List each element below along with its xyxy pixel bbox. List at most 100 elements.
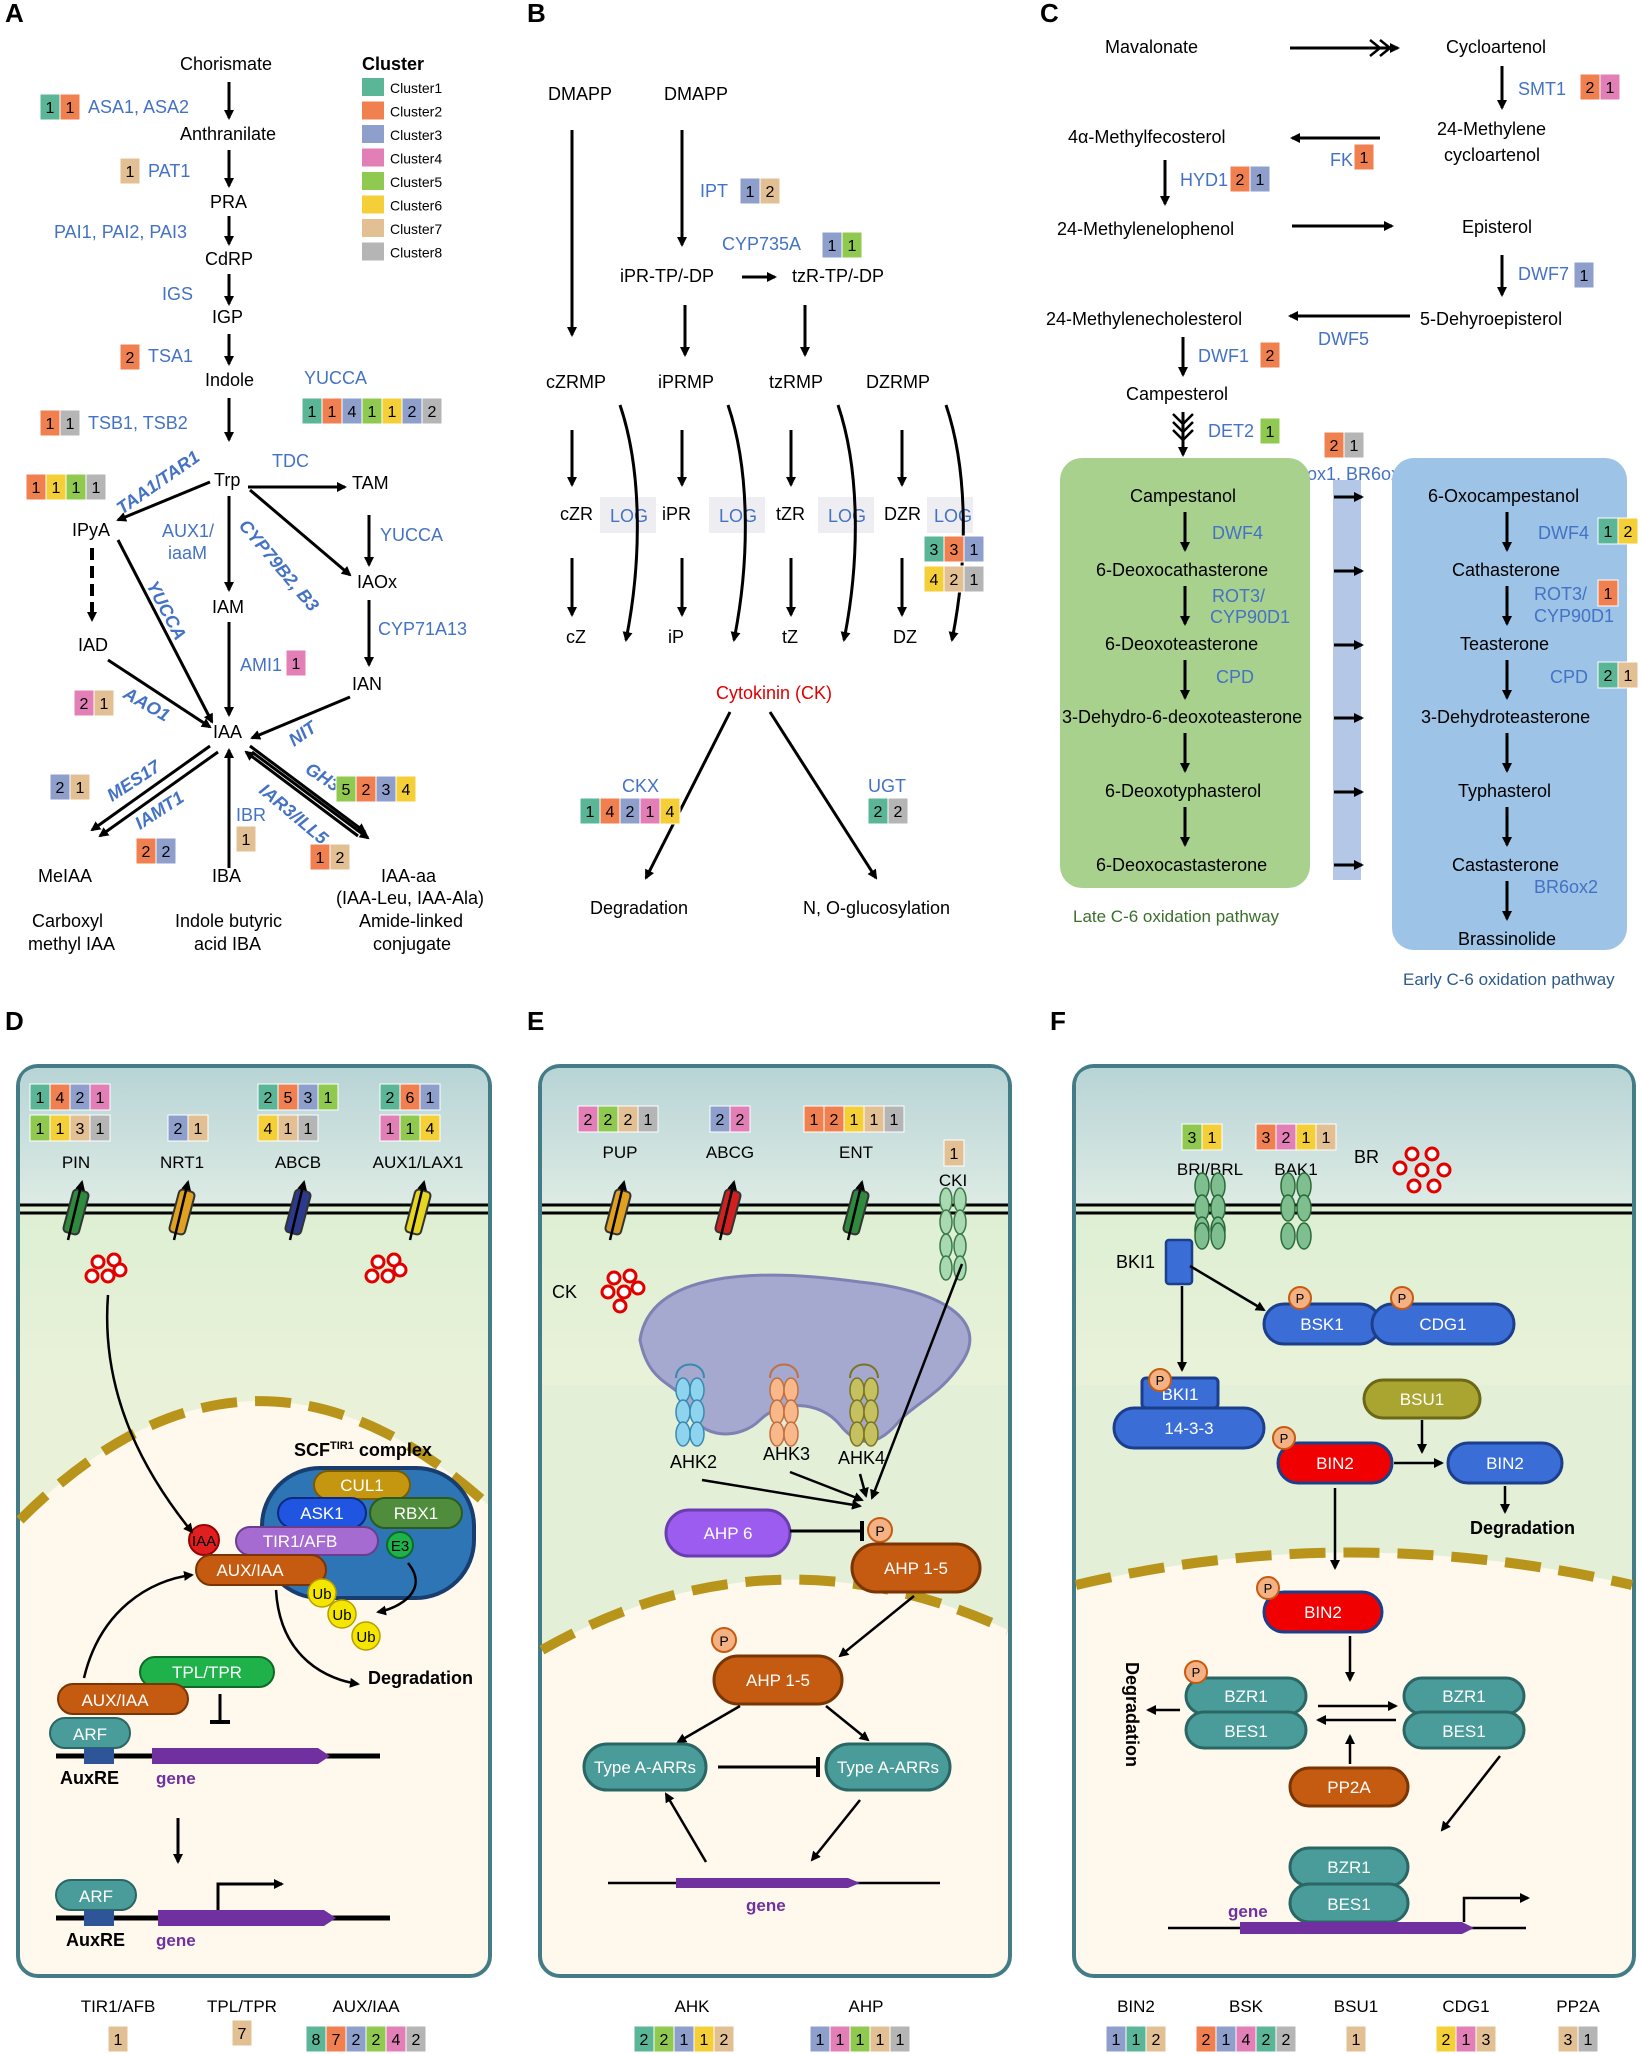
badge-count: 1 bbox=[746, 184, 755, 201]
enzyme-dwf4-late: DWF4 bbox=[1212, 523, 1263, 543]
label-gene-d2: gene bbox=[156, 1931, 196, 1950]
badge-count: 1 bbox=[1580, 268, 1589, 285]
receptor-bri: BRI/BRL bbox=[1177, 1160, 1243, 1179]
label-br: BR bbox=[1354, 1147, 1379, 1167]
footer-bsk: BSK bbox=[1229, 1997, 1264, 2016]
badge-count: 4 bbox=[606, 804, 615, 821]
enzyme-yucca-tam: YUCCA bbox=[380, 525, 443, 545]
enzyme-rot3-early: ROT3/ bbox=[1534, 584, 1587, 604]
metabolite-mavalonate: Mavalonate bbox=[1105, 37, 1198, 57]
metabolite-cycloartenol: Cycloartenol bbox=[1446, 37, 1546, 57]
badge-count: 5 bbox=[342, 782, 351, 799]
panel-e-cytokinin-signaling: PUP ABCG ENT CKI CK AHK2 AHK3 AHK4 AHP 6… bbox=[538, 1064, 1012, 2053]
transporter-cki: CKI bbox=[939, 1171, 967, 1190]
metabolite-pra: PRA bbox=[210, 192, 247, 212]
abcg-transporter-icon bbox=[714, 1180, 742, 1241]
badge-count: 7 bbox=[332, 2032, 341, 2049]
badge-count: 1 bbox=[284, 1121, 293, 1138]
label-gene-f: gene bbox=[1228, 1902, 1268, 1921]
badge-count: 1 bbox=[1112, 2032, 1121, 2049]
ent-transporter-icon bbox=[842, 1180, 870, 1241]
badge-count: 1 bbox=[870, 1112, 879, 1129]
label-acid-iba: acid IBA bbox=[194, 934, 261, 954]
node-bin2-3: BIN2 bbox=[1304, 1603, 1342, 1622]
panel-label-d: D bbox=[5, 1006, 24, 1036]
node-14-3-3: 14-3-3 bbox=[1164, 1419, 1213, 1438]
label-conjugate: conjugate bbox=[373, 934, 451, 954]
connector-bar bbox=[1333, 480, 1361, 880]
badge-count: 1 bbox=[950, 1146, 959, 1163]
node-bsu1: BSU1 bbox=[1400, 1390, 1444, 1409]
badge-count: 1 bbox=[92, 480, 101, 497]
cki-receptor-icon bbox=[939, 1187, 967, 1281]
metabolite-dz: DZ bbox=[893, 627, 917, 647]
badge-count: 2 bbox=[372, 2032, 381, 2049]
enzyme-dwf1: DWF1 bbox=[1198, 346, 1249, 366]
badge-count: 1 bbox=[316, 850, 325, 867]
enzyme-taa1: TAA1/TAR1 bbox=[113, 447, 203, 519]
badge-count: 1 bbox=[876, 2032, 885, 2049]
metabolite-tzrmp: tzRMP bbox=[769, 372, 823, 392]
badge-count: 3 bbox=[1564, 2032, 1573, 2049]
enzyme-det2: DET2 bbox=[1208, 421, 1254, 441]
badge-count: 3 bbox=[382, 782, 391, 799]
legend-item: Cluster8 bbox=[390, 245, 442, 261]
metabolite-dzr: DZR bbox=[884, 504, 921, 524]
badge-count: 1 bbox=[114, 2032, 123, 2049]
legend-item: Cluster6 bbox=[390, 198, 442, 214]
badge-count: 2 bbox=[950, 572, 959, 589]
badge-count: 2 bbox=[142, 844, 151, 861]
badge-count: 3 bbox=[930, 542, 939, 559]
panel-d-auxin-signaling: PIN NRT1 ABCB AUX1/LAX1 SCFTIR1 complex … bbox=[16, 1064, 492, 2053]
badge-count: 1 bbox=[426, 1090, 435, 1107]
enzyme-log-1: LOG bbox=[610, 506, 648, 526]
enzyme-ugt: UGT bbox=[868, 776, 906, 796]
node-bki1-cyto: BKI1 bbox=[1162, 1385, 1199, 1404]
badge-count: 1 bbox=[970, 542, 979, 559]
enzyme-ipt: IPT bbox=[700, 181, 728, 201]
badge-count: 1 bbox=[328, 404, 337, 421]
badge-count: 1 bbox=[66, 100, 75, 117]
metabolite-castasterone: Castasterone bbox=[1452, 855, 1559, 875]
legend-item: Cluster7 bbox=[390, 221, 442, 237]
badge-count: 1 bbox=[1462, 2032, 1471, 2049]
badge-count: 1 bbox=[46, 416, 55, 433]
badge-count: 1 bbox=[890, 1112, 899, 1129]
legend-swatch bbox=[362, 172, 384, 190]
footer-ahp: AHP bbox=[849, 1997, 884, 2016]
enzyme-cyp79b2: CYP79B2, B3 bbox=[235, 516, 323, 615]
node-pp2a: PP2A bbox=[1327, 1778, 1371, 1797]
metabolite-6-oxocampestanol: 6-Oxocampestanol bbox=[1428, 486, 1579, 506]
badge-count: 2 bbox=[1282, 1130, 1291, 1147]
badge-count: 2 bbox=[1266, 348, 1275, 365]
metabolite-ip: iP bbox=[668, 627, 684, 647]
metabolite-tam: TAM bbox=[352, 473, 389, 493]
badge-count: 2 bbox=[336, 850, 345, 867]
transporter-abcg: ABCG bbox=[706, 1143, 754, 1162]
enzyme-tsb: TSB1, TSB2 bbox=[88, 413, 188, 433]
enzyme-aao1: AAO1 bbox=[119, 683, 173, 726]
metabolite-czrmp: cZRMP bbox=[546, 372, 606, 392]
badge-count: 1 bbox=[292, 656, 301, 673]
legend-item: Cluster1 bbox=[390, 80, 442, 96]
metabolite-tzr: tZR bbox=[776, 504, 805, 524]
node-bes1-3: BES1 bbox=[1327, 1895, 1370, 1914]
node-bzr1-2: BZR1 bbox=[1442, 1687, 1485, 1706]
badge-ibr: 1 bbox=[235, 825, 257, 853]
metabolite-24-methylenecholesterol: 24-Methylenecholesterol bbox=[1046, 309, 1242, 329]
metabolite-6-deoxocathasterone: 6-Deoxocathasterone bbox=[1096, 560, 1268, 580]
legend-item: Cluster2 bbox=[390, 104, 442, 120]
badge-dwf1: 2 bbox=[1259, 341, 1281, 369]
badge-count: 1 bbox=[1302, 1130, 1311, 1147]
node-ub-3: Ub bbox=[356, 1629, 375, 1646]
badge-count: 1 bbox=[1584, 2032, 1593, 2049]
